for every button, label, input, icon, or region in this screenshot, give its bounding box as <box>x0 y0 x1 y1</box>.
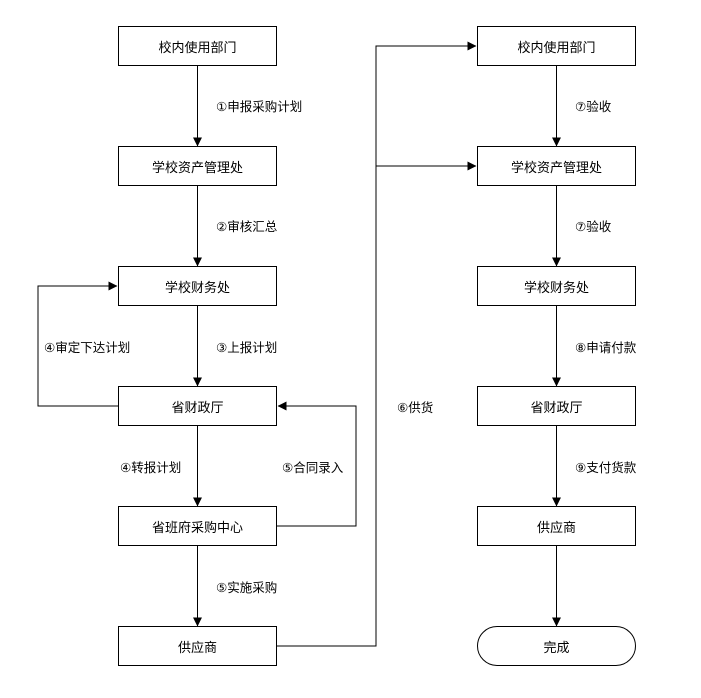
box-left-user-dept: 校内使用部门 <box>118 26 277 66</box>
box-left-finance-office: 学校财务处 <box>118 266 277 306</box>
arrow-4a <box>37 281 118 407</box>
label-step7b: ⑦验收 <box>575 219 612 234</box>
label-step3: ③上报计划 <box>216 340 278 355</box>
box-left-procurement-center: 省班府采购中心 <box>118 506 277 546</box>
box-right-supplier: 供应商 <box>477 506 636 546</box>
label-step2: ②审核汇总 <box>216 219 278 234</box>
arrow-5a <box>277 401 357 527</box>
label-step7a: ⑦验收 <box>575 99 612 114</box>
box-right-finance-office: 学校财务处 <box>477 266 636 306</box>
label-step8: ⑧申请付款 <box>575 340 637 355</box>
label-step5a: ⑤合同录入 <box>282 460 344 475</box>
box-left-supplier: 供应商 <box>118 626 277 666</box>
label-step1: ①申报采购计划 <box>216 99 303 114</box>
box-right-asset-office: 学校资产管理处 <box>477 146 636 186</box>
label-step4b: ④转报计划 <box>120 460 182 475</box>
label-step6: ⑥供货 <box>397 400 434 415</box>
box-left-finance-dept: 省财政厅 <box>118 386 277 426</box>
arrow-6 <box>277 41 477 647</box>
end-terminal: 完成 <box>477 626 636 666</box>
box-right-finance-dept: 省财政厅 <box>477 386 636 426</box>
label-step5b: ⑤实施采购 <box>216 580 278 595</box>
box-right-user-dept: 校内使用部门 <box>477 26 636 66</box>
box-left-asset-office: 学校资产管理处 <box>118 146 277 186</box>
label-step9: ⑨支付货款 <box>575 460 637 475</box>
label-step4a: ④审定下达计划 <box>44 340 131 355</box>
